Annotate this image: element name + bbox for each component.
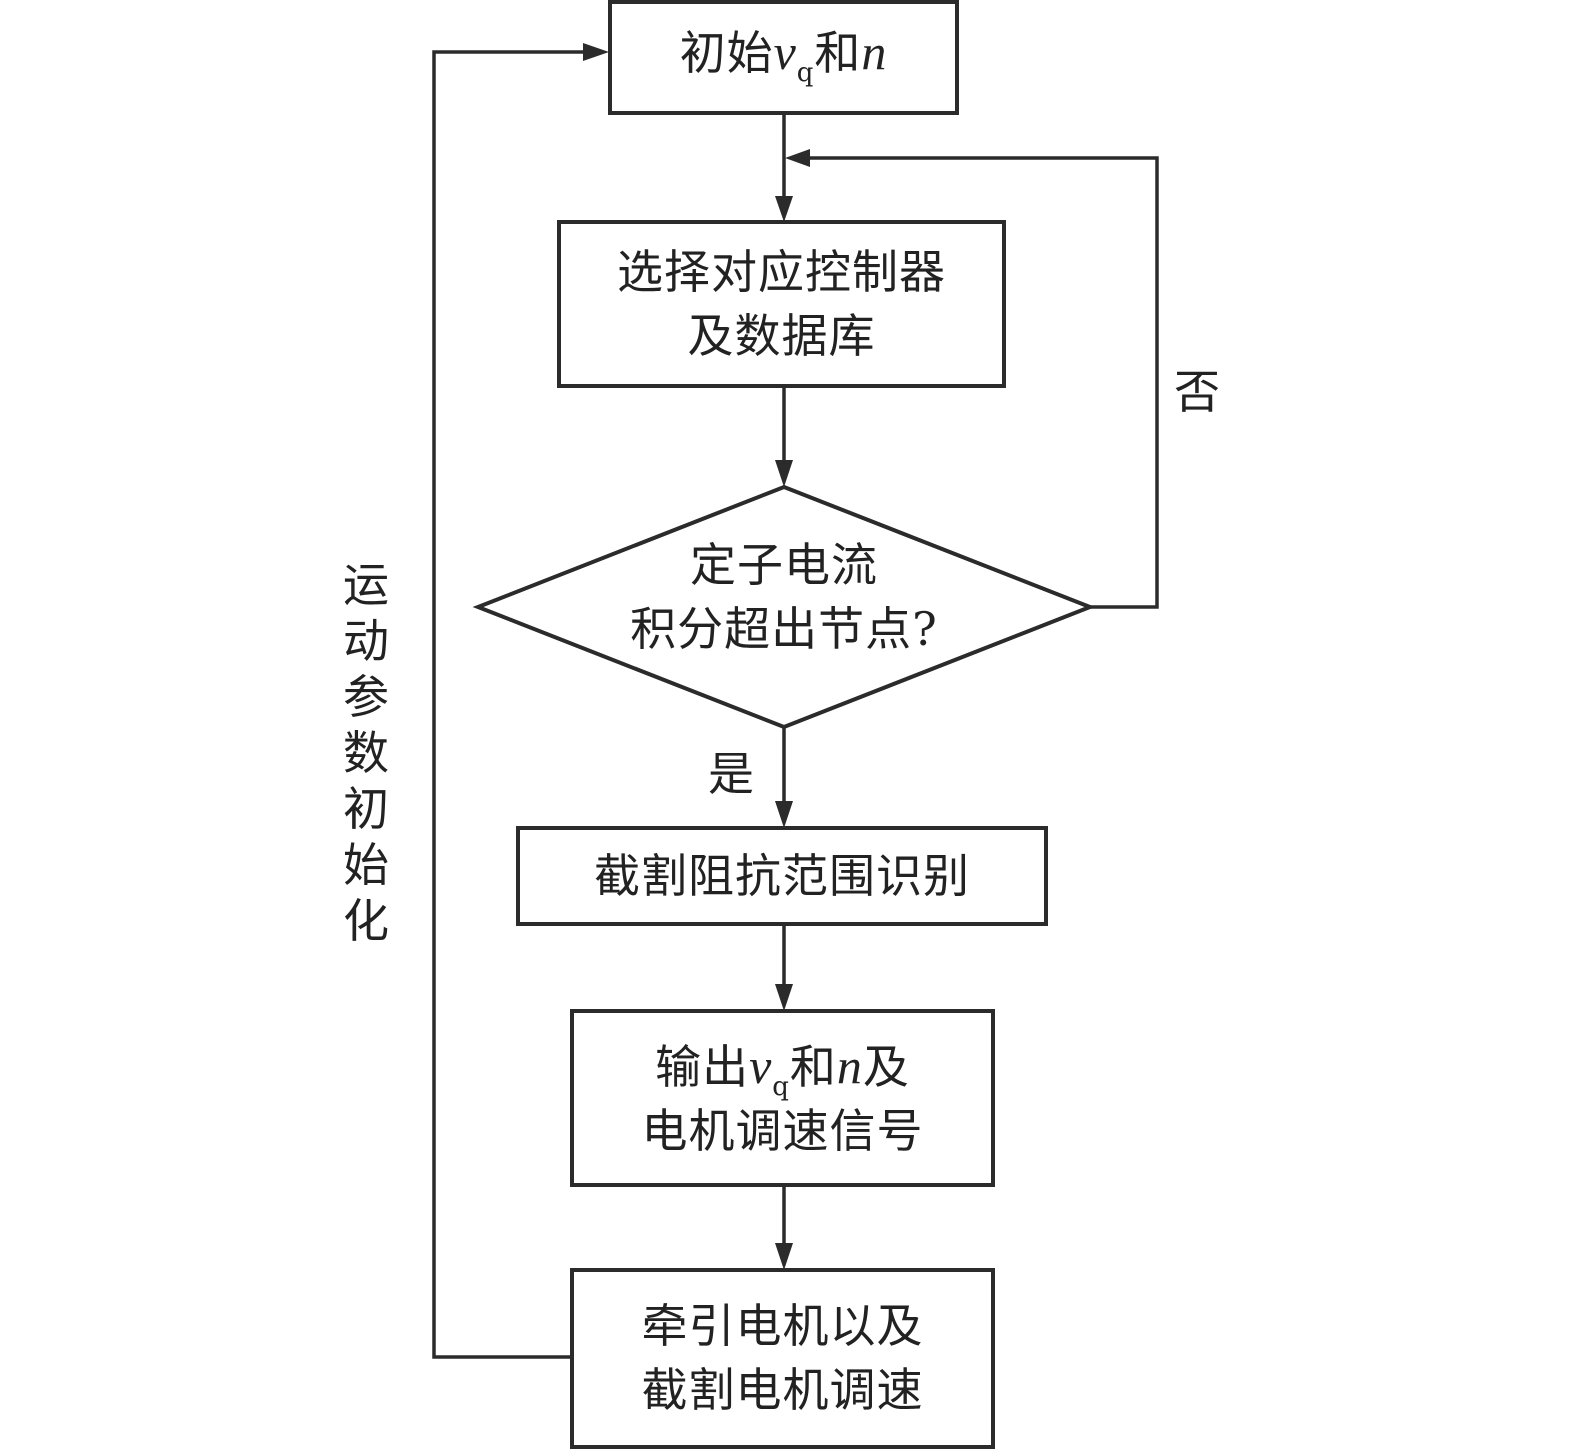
- arrowhead-decision: [775, 460, 793, 487]
- output-label-text-2: 和: [789, 1040, 837, 1094]
- identify-label: 截割阻抗范围识别: [518, 844, 1046, 908]
- identify-box: [516, 826, 1048, 926]
- reinit-edge-label: 运动参数初始化: [343, 558, 389, 948]
- arrowhead-output: [775, 984, 793, 1011]
- arrowhead-reinit: [583, 43, 609, 61]
- edge-decision-no-loop: [808, 156, 1159, 609]
- regulate-label: 牵引电机以及 截割电机调速: [572, 1294, 993, 1422]
- output-label-text-1: 输出: [655, 1040, 750, 1094]
- edge-reinit-loop: [432, 50, 586, 1359]
- init-label-text-1: 初始: [679, 26, 774, 80]
- init-label-var-n: n: [861, 24, 888, 80]
- output-label-line-2: 电机调速信号: [641, 1104, 924, 1158]
- arrowhead-select: [775, 196, 793, 222]
- arrowhead-no-loop: [785, 149, 810, 167]
- decision-label-line-1: 定子电流: [690, 538, 878, 592]
- select-box: [557, 220, 1006, 388]
- decision-label: 定子电流 积分超出节点?: [478, 533, 1090, 661]
- init-label-sub-q: q: [796, 58, 815, 88]
- output-label: 输出vq和n及 电机调速信号: [572, 1034, 993, 1163]
- output-box: [570, 1009, 995, 1187]
- init-box: [608, 0, 959, 115]
- arrowhead-identify: [775, 801, 793, 828]
- select-label-line-2: 及数据库: [687, 309, 876, 363]
- output-label-var-n: n: [836, 1038, 863, 1094]
- regulate-label-line-1: 牵引电机以及: [641, 1299, 924, 1353]
- regulate-label-line-2: 截割电机调速: [641, 1363, 924, 1417]
- init-label-var-v: v: [773, 24, 797, 80]
- init-label: 初始vq和n: [610, 20, 957, 88]
- select-label: 选择对应控制器 及数据库: [559, 240, 1004, 368]
- no-edge-label: 否: [1174, 365, 1220, 419]
- decision-label-line-2: 积分超出节点?: [630, 602, 938, 656]
- select-label-line-1: 选择对应控制器: [617, 245, 946, 299]
- output-label-text-3: 及: [862, 1040, 910, 1094]
- arrowhead-regulate: [775, 1243, 793, 1270]
- init-label-text-2: 和: [814, 26, 862, 80]
- output-label-sub-q: q: [772, 1072, 790, 1102]
- identify-label-line-1: 截割阻抗范围识别: [594, 849, 970, 903]
- yes-edge-label: 是: [708, 747, 754, 801]
- output-label-var-v: v: [749, 1038, 773, 1094]
- output-label-line-1: 输出vq和n及: [572, 1034, 993, 1102]
